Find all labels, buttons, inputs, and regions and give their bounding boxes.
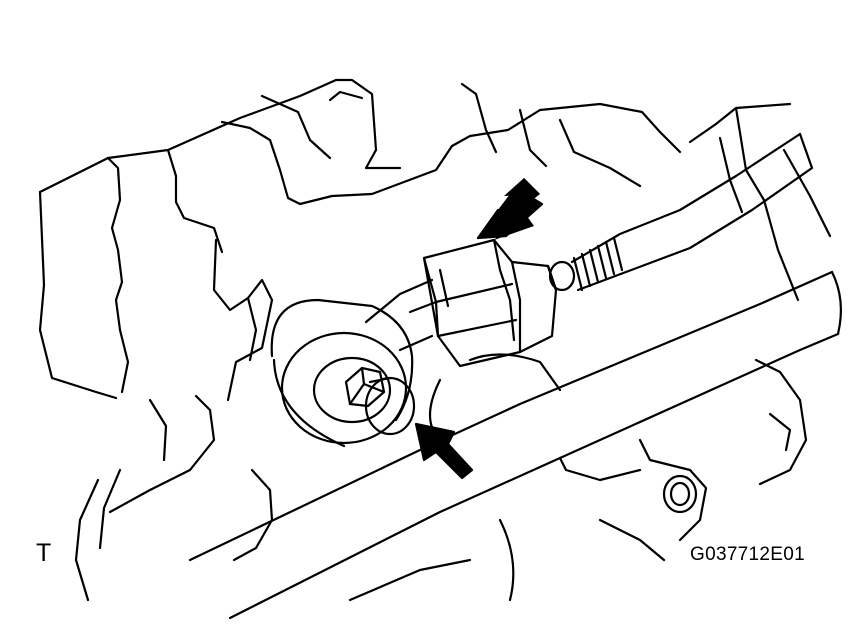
fuel-rail xyxy=(188,270,842,620)
left-bracket xyxy=(74,238,274,602)
sensor-lead xyxy=(364,278,438,352)
wire-harness xyxy=(546,132,814,292)
up-left-arrow-icon xyxy=(414,422,474,480)
engine-block-outline xyxy=(38,78,832,400)
figure-code: G037712E01 xyxy=(690,544,805,565)
knock-sensor xyxy=(270,298,416,448)
down-left-arrow-icon xyxy=(476,178,544,240)
corner-label: T xyxy=(36,539,52,567)
connector xyxy=(422,238,558,368)
